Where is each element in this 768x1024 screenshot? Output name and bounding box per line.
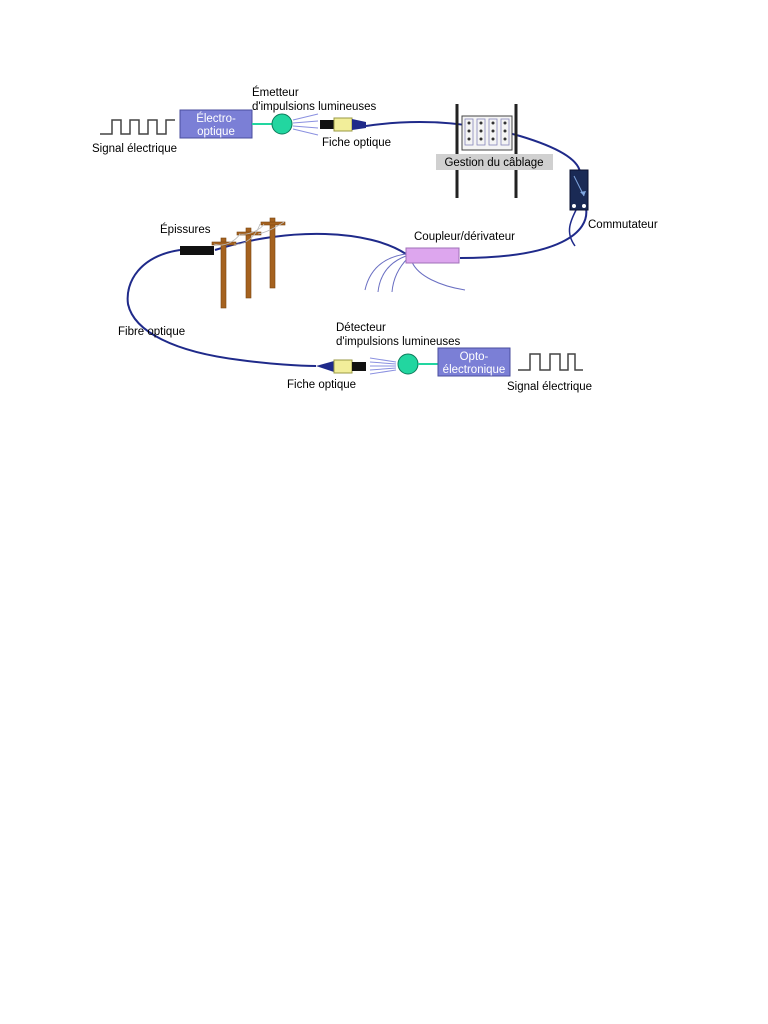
detector-photodiode-icon [397,353,419,375]
fiber-switch-tail [568,205,579,247]
detecteur-label-2: d'impulsions lumineuses [336,336,461,348]
splice-icon [180,246,214,255]
electro-optique-label-2: optique [197,126,235,138]
emetteur-label-2: d'impulsions lumineuses [252,101,377,113]
fiche-top-label: Fiche optique [322,137,391,149]
optical-connector-bottom-icon [316,359,366,374]
commutateur-label: Commutateur [588,219,658,231]
optical-connector-top-icon [320,117,366,132]
coupleur-label: Coupleur/dérivateur [414,231,515,243]
detecteur-label-1: Détecteur [336,322,386,334]
gestion-label: Gestion du câblage [444,157,543,169]
signal-right-label: Signal électrique [507,381,592,393]
detector-light-rays-icon [369,357,397,375]
coupler-box [405,247,460,264]
opto-electronique-box [437,347,511,377]
electrical-signal-left-wave [100,119,175,135]
fiber-switch-to-coupler [459,207,588,259]
fiber-left-loop [126,249,317,367]
signal-left-label: Signal électrique [92,143,177,155]
emitter-light-rays-icon [292,113,319,136]
electro-optique-label-1: Électro- [196,112,236,125]
fibre-label: Fibre optique [118,326,185,338]
commutateur-icon [569,169,589,211]
fiche-bottom-label: Fiche optique [287,379,356,391]
utility-poles-icon [211,217,286,309]
fiber-coupler-to-splice [214,232,407,255]
epissures-label: Épissures [160,223,211,236]
emitter-led-icon [271,113,293,135]
electro-optique-box [179,109,253,139]
electrical-signal-right-wave [518,353,583,371]
opto-electronique-label-1: Opto- [460,351,489,363]
emetteur-label-1: Émetteur [252,86,299,99]
cable-management-panel-icon [436,104,553,198]
opto-electronique-label-2: électronique [443,364,506,376]
